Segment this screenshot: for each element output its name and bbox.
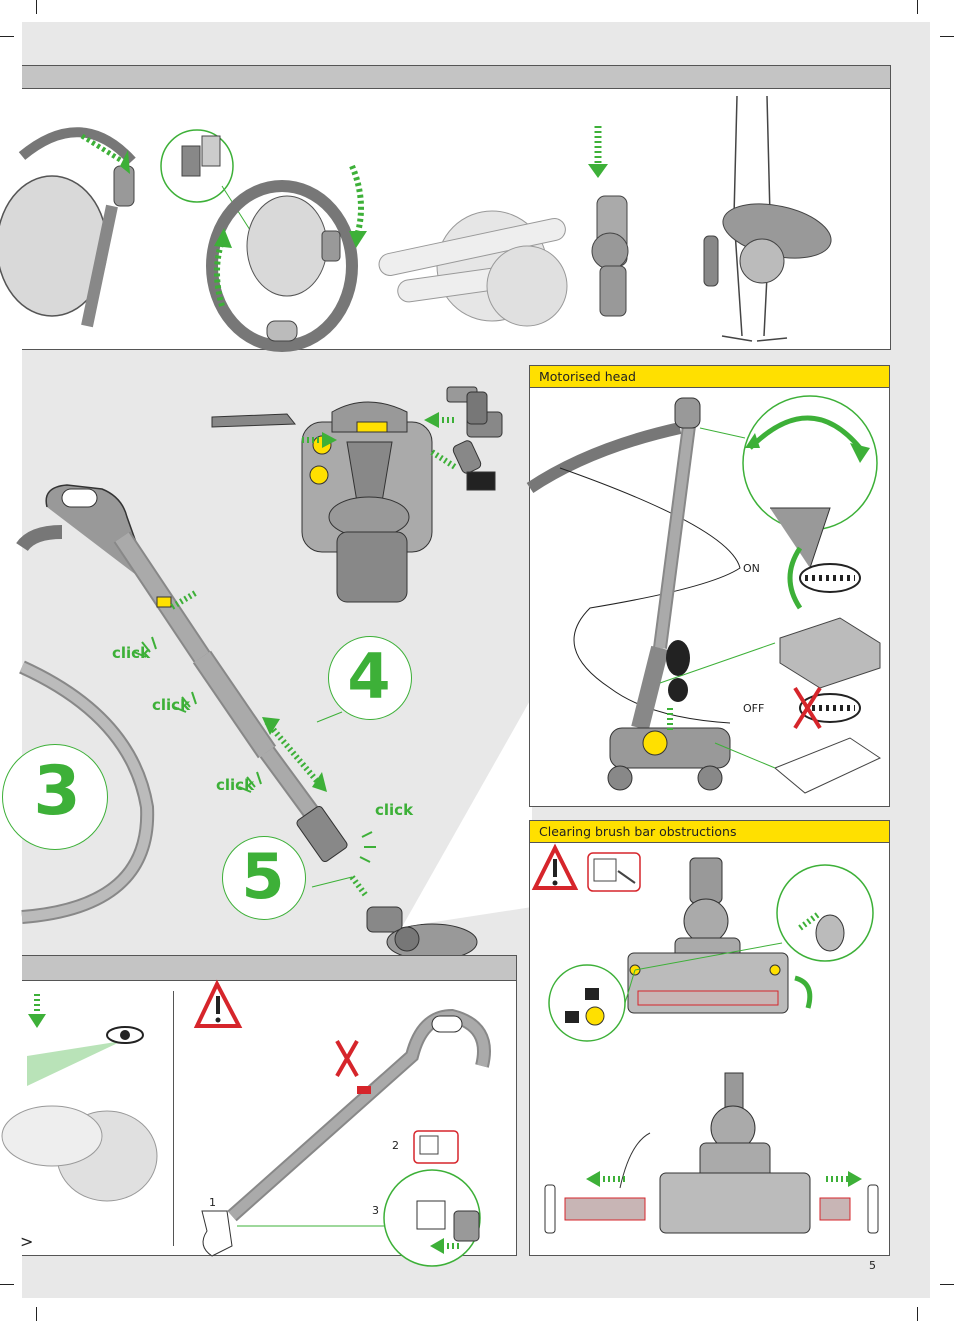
page-number: 5 — [869, 1259, 876, 1272]
step-4-circle — [328, 636, 412, 720]
blockage-step-3: 3 — [372, 1204, 379, 1217]
storage-illustrations — [0, 95, 832, 352]
click-label: click — [375, 801, 414, 819]
crop-mark — [917, 1307, 918, 1321]
blockage-step-1: 1 — [209, 1196, 216, 1209]
step-3-circle — [2, 744, 108, 850]
on-label: ON — [743, 562, 760, 575]
step-5-circle — [222, 836, 306, 920]
storage-header-bar — [22, 66, 890, 89]
blockage-divider — [173, 991, 174, 1246]
motorised-head-title: Motorised head — [530, 366, 889, 388]
step-4-number: 4 — [347, 640, 391, 713]
crop-mark — [940, 1284, 954, 1285]
crop-mark — [36, 1307, 37, 1321]
crop-mark — [0, 1284, 14, 1285]
brush-tool-illustration — [452, 440, 496, 491]
storage-panel — [0, 65, 891, 352]
lock-icon — [585, 988, 599, 1000]
crop-mark — [36, 0, 37, 14]
click-label: click — [112, 644, 151, 662]
stair-tool-illustration — [446, 386, 488, 425]
blockage-panel: 1 2 3 > — [1, 955, 517, 1267]
manual-page: click click click click 3 4 5 Motorised … — [0, 22, 930, 1298]
brush-bar-illustration — [531, 843, 879, 1234]
crop-mark — [0, 36, 14, 37]
blockage-header-bar — [22, 956, 516, 981]
motorised-head-panel: Motorised head — [526, 365, 890, 807]
unlock-icon — [565, 1011, 579, 1023]
click-label: click — [216, 776, 255, 794]
click-label: click — [152, 696, 191, 714]
step-3-number: 3 — [33, 752, 81, 831]
crop-mark — [940, 36, 954, 37]
off-label: OFF — [743, 702, 765, 715]
vacuum-body-illustration — [211, 401, 503, 603]
blockage-step-2: 2 — [392, 1139, 399, 1152]
crop-mark — [917, 0, 918, 14]
brush-bar-panel: Clearing brush bar obstructions — [529, 820, 890, 1256]
brush-bar-title: Clearing brush bar obstructions — [530, 821, 889, 843]
blockage-illustration — [1, 979, 491, 1267]
motorised-head-illustration — [526, 395, 882, 794]
continue-arrow: > — [20, 1232, 34, 1251]
step-5-number: 5 — [241, 840, 285, 913]
assembly-illustration — [16, 484, 532, 961]
